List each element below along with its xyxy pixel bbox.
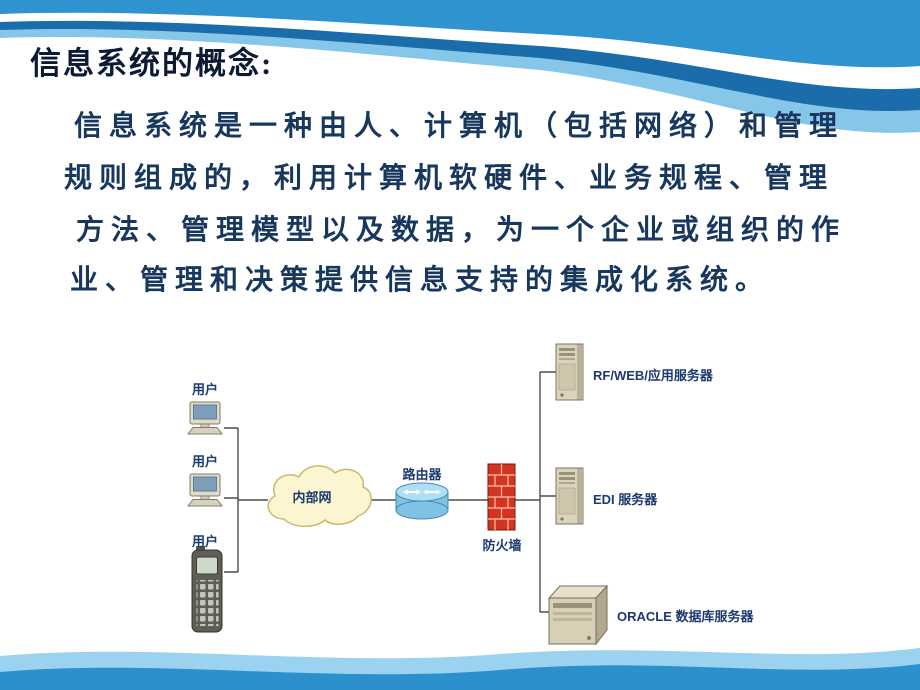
slide-title: 信息系统的概念: (30, 46, 274, 81)
user-label: 用户 (191, 382, 218, 397)
oracle-server-label: ORACLE 数据库服务器 (617, 609, 754, 624)
firewall-label: 防火墙 (482, 538, 522, 553)
user-label: 用户 (191, 454, 218, 469)
edi-server-icon (555, 467, 584, 525)
intranet-label: 内部网 (292, 490, 332, 505)
body-text-line: 业、管理和决策提供信息支持的集成化系统。 (70, 265, 771, 296)
intranet-cloud-icon (267, 465, 372, 527)
router-icon (395, 482, 449, 520)
connection-lines (224, 371, 556, 613)
firewall-icon (487, 463, 516, 531)
body-text-line: 信息系统是一种由人、计算机（包括网络）和管理 (74, 111, 845, 142)
edi-server-label: EDI 服务器 (593, 492, 658, 507)
bottom-wave-decoration (0, 648, 920, 690)
body-text-line: 规则组成的，利用计算机软硬件、业务规程、管理 (64, 163, 835, 194)
user-pc-icon (187, 401, 223, 435)
body-text-line: 方法、管理模型以及数据，为一个企业或组织的作 (76, 215, 847, 246)
oracle-server-icon (547, 584, 609, 646)
user-pc-icon (187, 473, 223, 507)
router-label: 路由器 (402, 467, 442, 482)
user-label: 用户 (191, 534, 218, 549)
app-server-icon (555, 343, 584, 401)
app-server-label: RF/WEB/应用服务器 (593, 368, 713, 383)
handheld-terminal-icon (191, 546, 223, 633)
top-wave-decoration (0, 0, 920, 133)
network-diagram (187, 343, 609, 646)
